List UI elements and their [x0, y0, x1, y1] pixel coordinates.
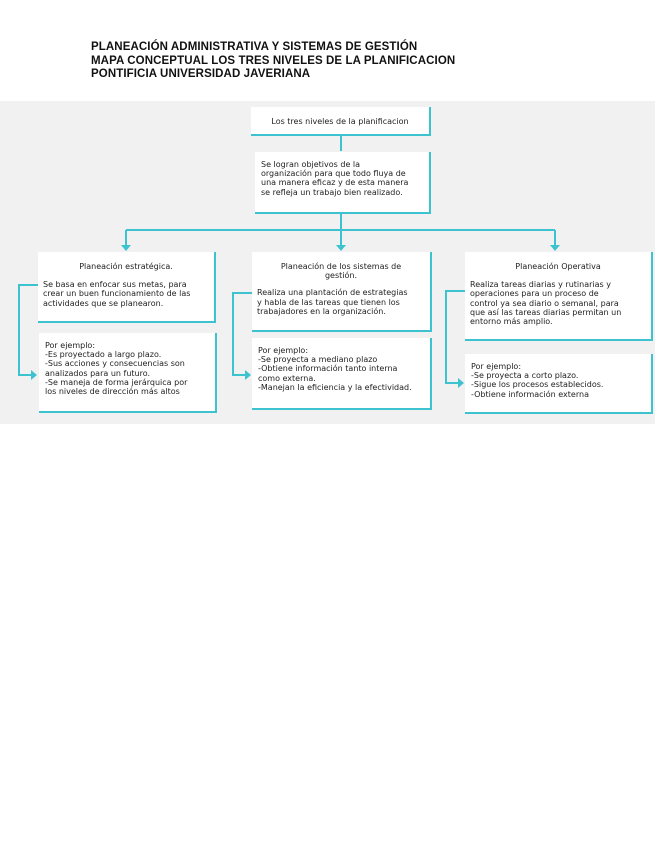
arrowhead-example-left [31, 370, 37, 380]
management-systems-planning-title: Planeación de los sistemas de gestión. [280, 262, 402, 281]
root-concept-box: Los tres niveles de la planificacion [251, 107, 431, 136]
strategic-planning-description: Se basa en enfocar sus metas, para crear… [43, 280, 191, 308]
connector-lines [18, 135, 560, 388]
management-systems-planning-example-box: Por ejemplo: -Se proyecta a mediano plaz… [252, 338, 432, 410]
arrowhead-example-right [458, 378, 464, 388]
arrowhead-left-down [121, 245, 131, 251]
header-line-course: PLANEACIÓN ADMINISTRATIVA Y SISTEMAS DE … [91, 41, 418, 53]
document-header: PLANEACIÓN ADMINISTRATIVA Y SISTEMAS DE … [91, 41, 455, 82]
header-line-topic: MAPA CONCEPTUAL LOS TRES NIVELES DE LA P… [91, 54, 456, 67]
operational-planning-example-box: Por ejemplo: -Se proyecta a corto plazo.… [465, 354, 653, 414]
connector-example-middle [232, 292, 252, 376]
connector-example-right [445, 290, 465, 384]
arrowhead-right-down [550, 245, 560, 251]
operational-planning-box: Planeación Operativa Realiza tareas diar… [465, 252, 653, 341]
strategic-planning-box: Planeación estratégica. Se basa en enfoc… [38, 252, 216, 323]
concept-map: Los tres niveles de la planificacion Se … [0, 101, 655, 424]
management-systems-planning-box: Planeación de los sistemas de gestión. R… [252, 252, 432, 332]
operational-planning-description: Realiza tareas diarias y rutinarias y op… [470, 280, 622, 327]
header-line-university: PONTIFICIA UNIVERSIDAD JAVERIANA [91, 68, 311, 81]
operational-planning-title: Planeación Operativa [515, 262, 601, 271]
root-concept-label: Los tres niveles de la planificacion [271, 117, 409, 126]
management-systems-planning-description: Realiza una plantación de estrategias y … [257, 288, 408, 316]
root-description-box: Se logran objetivos de la organización p… [255, 152, 431, 214]
arrowhead-example-middle [245, 370, 251, 380]
connector-example-left [18, 284, 38, 376]
strategic-planning-title: Planeación estratégica. [79, 262, 173, 271]
strategic-planning-example-box: Por ejemplo: -Es proyectado a largo plaz… [39, 333, 217, 413]
arrowhead-middle-down [336, 245, 346, 251]
